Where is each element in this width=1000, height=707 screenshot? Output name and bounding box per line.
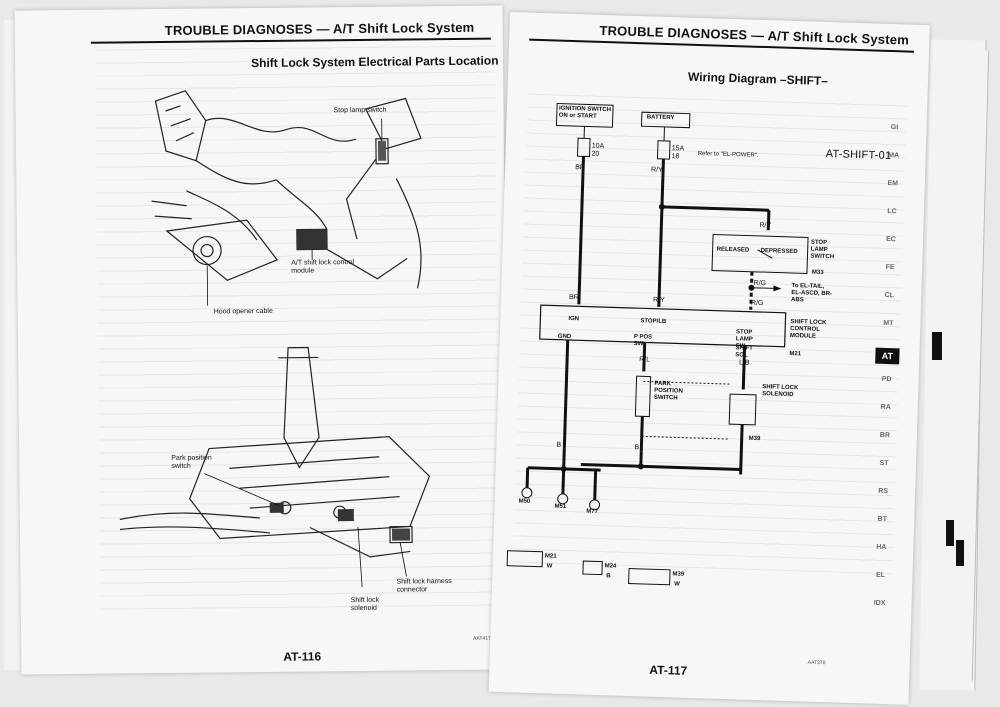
- section-tab-pd[interactable]: PD: [881, 375, 892, 384]
- wire-br-module: BR: [568, 293, 579, 302]
- connector-b-id: M24: [604, 563, 617, 570]
- wire-lb: L/B: [738, 359, 750, 367]
- figure-code: AAT417: [473, 635, 491, 642]
- solenoid-connector: M39: [748, 435, 761, 443]
- section-tab-ra[interactable]: RA: [880, 403, 891, 412]
- section-title: Wiring Diagram –SHIFT–: [687, 69, 829, 89]
- ground-m77: M77: [586, 508, 599, 516]
- to-other-circuits: To EL-TAIL, EL-ASCD, BR-ABS: [790, 282, 833, 304]
- connector-legend-a: [506, 550, 544, 568]
- left-page: TROUBLE DIAGNOSES — A/T Shift Lock Syste…: [14, 5, 510, 675]
- park-position-switch-label: Park position switch: [171, 454, 212, 470]
- wire-rl: R/L: [639, 356, 651, 364]
- header-rule: [90, 37, 491, 44]
- figure-code: AAT370: [807, 659, 826, 667]
- section-tab-ma[interactable]: MA: [888, 151, 900, 160]
- fuse-1-number: 20: [591, 150, 600, 158]
- wire-br-top: BR: [575, 164, 585, 172]
- module-gnd-terminal: GND: [557, 333, 572, 341]
- section-tab-at[interactable]: AT: [875, 347, 900, 365]
- wire-ry-top: R/Y: [650, 166, 663, 174]
- hood-opener-label: Hood opener cable: [213, 307, 273, 316]
- section-title: Shift Lock System Electrical Parts Locat…: [251, 53, 499, 71]
- connector-a-color: W: [546, 563, 553, 570]
- shift-lock-module-label: A/T shift lock control module: [291, 259, 355, 275]
- ground-m51: M51: [554, 503, 567, 511]
- wire-rg-switch: R/G: [753, 279, 767, 288]
- park-switch-label: PARK POSITION SWITCH: [653, 380, 683, 402]
- shift-lock-solenoid-label: Shift lock solenoid: [350, 596, 380, 613]
- connector-c-id: M39: [672, 571, 685, 578]
- wire-rg-module: R/G: [750, 299, 764, 308]
- connector-legend-b: [582, 560, 603, 576]
- section-tab-st[interactable]: ST: [879, 459, 889, 468]
- harness-connector-label: Shift lock harness connector: [396, 578, 452, 594]
- ground-m50: M50: [518, 498, 531, 505]
- index-edge-mark: [956, 540, 964, 566]
- section-tab-rs[interactable]: RS: [878, 487, 889, 496]
- stop-lamp-switch-label: STOP LAMP SWITCH: [810, 239, 835, 261]
- section-tab-idx[interactable]: IDX: [873, 599, 886, 608]
- parts-location-illustration: [151, 90, 422, 306]
- module-name: SHIFT LOCK CONTROL MODULE: [789, 318, 827, 340]
- section-tab-fe[interactable]: FE: [885, 263, 895, 272]
- index-edge-mark: [932, 332, 942, 360]
- section-tab-lc[interactable]: LC: [887, 207, 897, 216]
- section-tab-br[interactable]: BR: [879, 431, 891, 440]
- right-page: TROUBLE DIAGNOSES — A/T Shift Lock Syste…: [488, 12, 930, 705]
- wire-b-2: B: [634, 444, 640, 452]
- connector-legend-c: [628, 567, 671, 586]
- ignition-switch-label: IGNITION SWITCH ON or START: [558, 105, 612, 120]
- module-connector: M21: [789, 350, 802, 358]
- wire-ry-module: R/Y: [652, 296, 665, 304]
- module-stop-terminal: STOP/LB: [640, 318, 667, 326]
- solenoid-label: SHIFT LOCK SOLENOID: [762, 384, 799, 399]
- wire-b-1: B: [556, 441, 562, 449]
- stop-lamp-switch-label: Stop lamp switch: [333, 106, 387, 115]
- page-number: AT-116: [283, 649, 322, 664]
- shifter-illustration: [119, 346, 431, 590]
- section-tab-ec[interactable]: EC: [886, 235, 897, 244]
- index-edge-mark: [946, 520, 954, 546]
- section-tab-cl[interactable]: CL: [884, 291, 895, 300]
- page-header: TROUBLE DIAGNOSES — A/T Shift Lock Syste…: [164, 19, 475, 39]
- connector-c-color: W: [674, 581, 680, 588]
- page-number: AT-117: [649, 662, 688, 678]
- section-tab-el[interactable]: EL: [875, 571, 886, 580]
- module-shiftsol-terminal: SHIFT SOL: [735, 345, 753, 359]
- section-tab-bt[interactable]: BT: [877, 515, 888, 524]
- wiring-diagram: [521, 103, 809, 511]
- section-tab-gi[interactable]: GI: [890, 124, 899, 132]
- stop-lamp-connector: M33: [811, 269, 824, 276]
- section-tab-em[interactable]: EM: [887, 179, 899, 188]
- wire-ry-switch: R/Y: [759, 221, 772, 230]
- released-label: RELEASED: [716, 246, 750, 254]
- section-tab-mt[interactable]: MT: [883, 319, 894, 328]
- battery-label: BATTERY: [646, 114, 675, 122]
- fuse-2-number: 18: [671, 153, 680, 161]
- depressed-label: DEPRESSED: [760, 247, 798, 256]
- connector-a-id: M21: [544, 553, 557, 560]
- module-ppos-terminal: P POS SW: [633, 334, 653, 348]
- section-tab-ha[interactable]: HA: [876, 543, 887, 552]
- module-ign-terminal: IGN: [568, 315, 580, 323]
- connector-b-color: B: [606, 573, 611, 580]
